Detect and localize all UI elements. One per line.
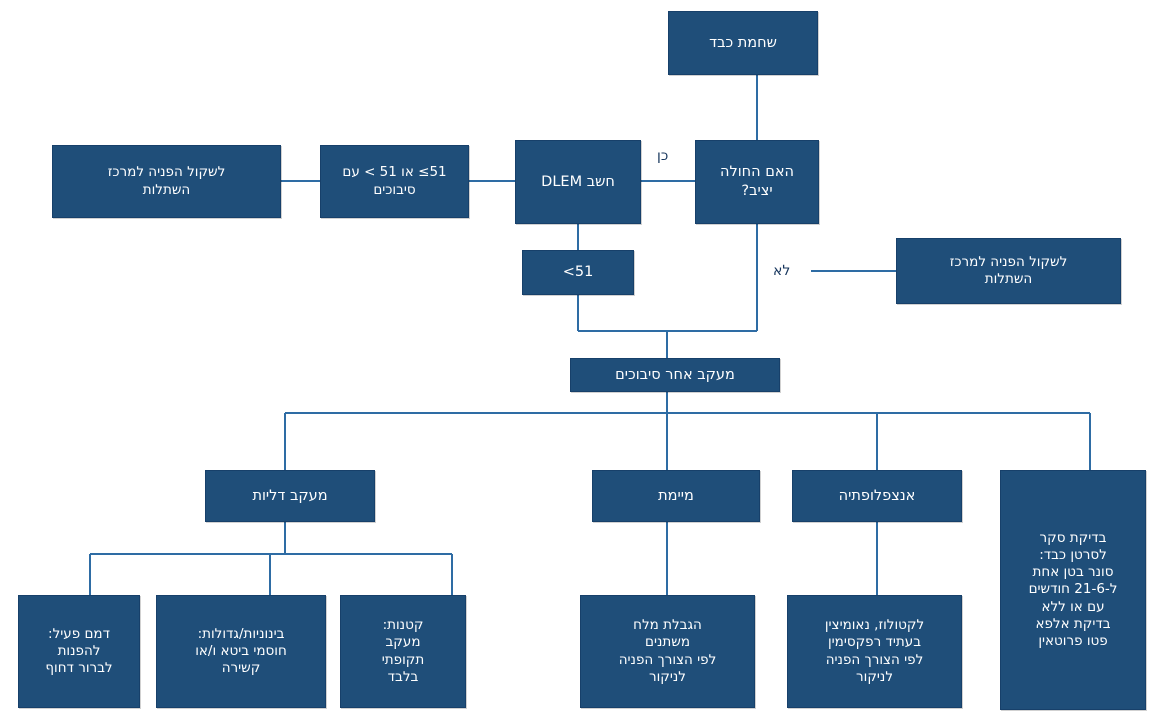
node-ascites[interactable]: מיימת [592,470,760,522]
edge-label-yes: כן [657,148,669,164]
node-ascites-treatment[interactable]: הגבלת מלח משתנים לפי הצורך הפניה לניקור [580,595,755,708]
node-referral-unstable[interactable]: לשקול הפניה למרכז השתלות [896,238,1121,304]
node-complication-followup[interactable]: מעקב אחר סיבוכים [570,358,780,392]
node-encephalopathy[interactable]: אנצפלופתיה [792,470,962,522]
node-encephalopathy-treatment[interactable]: לקטולוז, נאומיצין בעתיד רפקסימין לפי הצו… [787,595,962,708]
node-meld-high[interactable]: 15≥ או 15 > עם סיבוכים [320,145,469,218]
node-stable-question[interactable]: האם החולה יציב? [695,140,819,224]
node-varices-active-bleed[interactable]: דמם פעיל: להפנות לברור דחוף [18,595,140,708]
edge-label-no: לא [773,263,791,279]
node-referral-high[interactable]: לשקול הפניה למרכז השתלות [52,145,281,218]
node-meld-low[interactable]: 15> [522,250,634,295]
node-varices-small[interactable]: קטנות: מעקב תקופתי בלבד [340,595,466,708]
node-root[interactable]: שחמת כבד [668,11,818,75]
node-varices[interactable]: מעקב דליות [205,470,375,522]
node-varices-medium-large[interactable]: בינוניות/גדולות: חוסמי ביטא ו/או קשירה [156,595,326,708]
node-meld[interactable]: חשב MELD [515,140,641,224]
node-cancer-screening[interactable]: בדיקת סקר לסרטן כבד: סונר בטן אחת ל-6-12… [1000,470,1146,710]
